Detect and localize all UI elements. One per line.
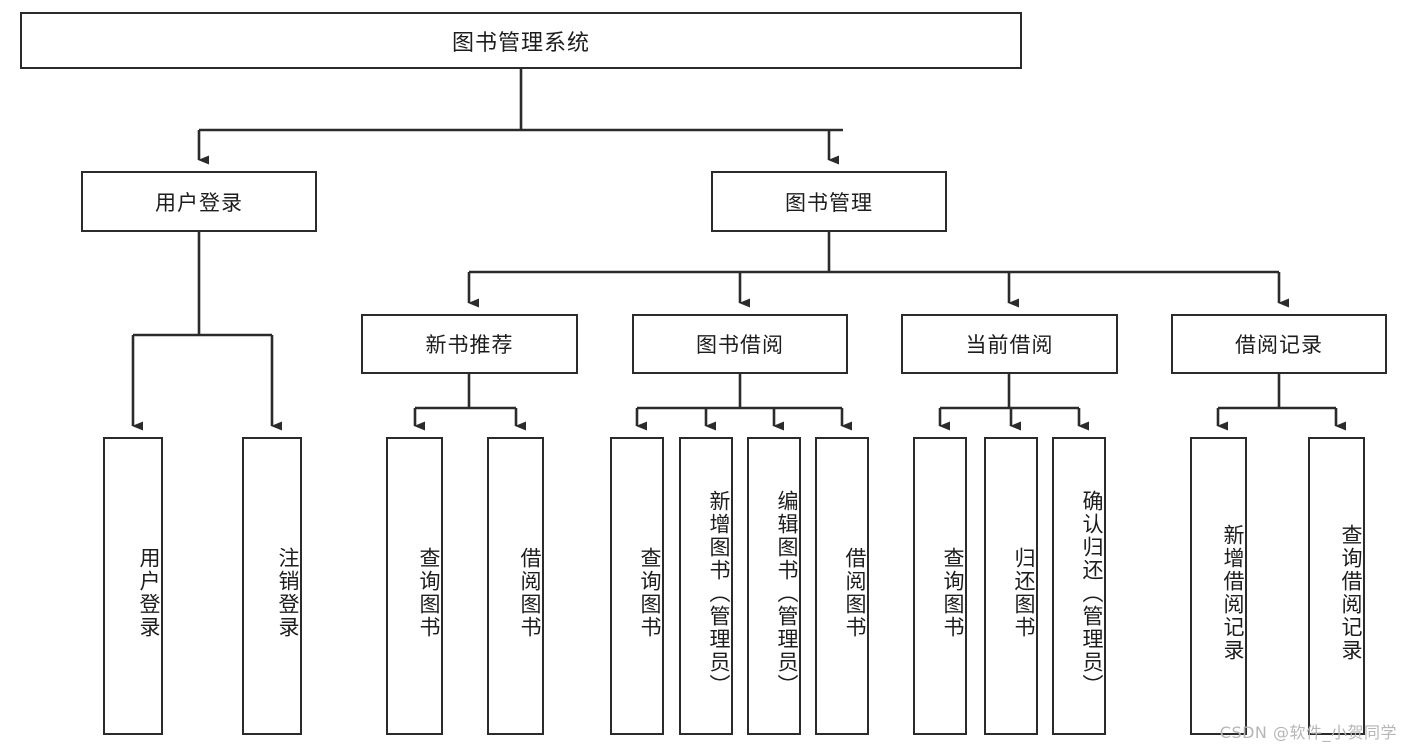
node-leaf-12[interactable]: 查询借阅记录 [1308, 437, 1365, 735]
node-label: 查询图书 [941, 547, 965, 639]
node-label: 图书管理系统 [451, 30, 590, 56]
node-leaf-5[interactable]: 新增图书（管理员） [679, 437, 733, 735]
node-label: 新增借阅记录 [1221, 524, 1245, 662]
node-label: 用户登录 [155, 190, 243, 215]
node-label: 归还图书 [1012, 547, 1036, 639]
node-leaf-11[interactable]: 新增借阅记录 [1190, 437, 1247, 735]
node-label: 查询图书 [638, 547, 662, 639]
node-label: 用户登录 [137, 547, 161, 639]
node-leaf-6[interactable]: 编辑图书（管理员） [747, 437, 801, 735]
node-label: 确认归还（管理员） [1080, 489, 1104, 697]
node-label: 编辑图书（管理员） [775, 489, 799, 697]
node-leaf-1[interactable]: 注销登录 [242, 437, 302, 735]
node-l3-3[interactable]: 借阅记录 [1171, 314, 1387, 374]
node-l3-2[interactable]: 当前借阅 [901, 314, 1118, 374]
node-leaf-4[interactable]: 查询图书 [610, 437, 664, 735]
node-leaf-2[interactable]: 查询图书 [386, 437, 443, 735]
node-leaf-0[interactable]: 用户登录 [103, 437, 163, 735]
node-leaf-7[interactable]: 借阅图书 [815, 437, 869, 735]
node-label: 借阅记录 [1235, 333, 1323, 357]
node-label: 查询图书 [417, 547, 441, 639]
node-leaf-3[interactable]: 借阅图书 [487, 437, 544, 735]
node-label: 新书推荐 [425, 333, 514, 357]
node-l3-1[interactable]: 图书借阅 [632, 314, 848, 374]
node-label: 图书借阅 [696, 333, 784, 357]
node-root-system[interactable]: 图书管理系统 [20, 12, 1022, 69]
node-label: 借阅图书 [518, 547, 542, 639]
node-label: 查询借阅记录 [1339, 524, 1363, 662]
node-l2-1[interactable]: 图书管理 [711, 171, 947, 232]
node-leaf-10[interactable]: 确认归还（管理员） [1052, 437, 1106, 735]
node-label: 当前借阅 [965, 333, 1054, 357]
node-leaf-8[interactable]: 查询图书 [913, 437, 967, 735]
node-label: 图书管理 [785, 190, 873, 215]
node-leaf-9[interactable]: 归还图书 [984, 437, 1038, 735]
node-label: 注销登录 [276, 547, 300, 639]
node-label: 新增图书（管理员） [707, 489, 731, 697]
node-l3-0[interactable]: 新书推荐 [361, 314, 578, 374]
csdn-watermark: CSDN @软件_小贺同学 [1219, 723, 1397, 742]
node-l2-0[interactable]: 用户登录 [81, 171, 317, 232]
node-label: 借阅图书 [843, 547, 867, 639]
